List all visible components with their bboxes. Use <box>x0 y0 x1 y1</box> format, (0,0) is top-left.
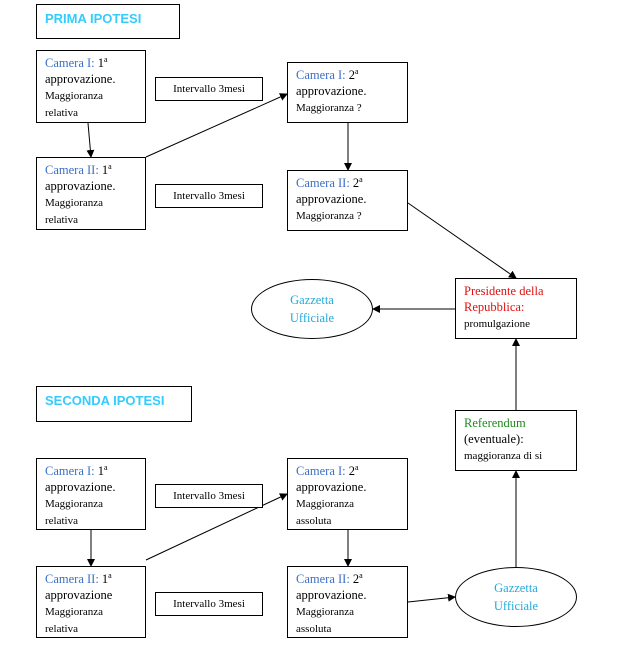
arrow-p2-c2-to-c1-second <box>145 493 288 561</box>
chamber-name: Camera I: <box>296 68 346 82</box>
majority-type: relativa <box>45 214 78 226</box>
majority-line: Maggioranza <box>45 197 104 209</box>
ordinal: 1 <box>97 56 105 70</box>
first-interval-top: Intervallo 3mesi <box>155 77 263 101</box>
president-box: Presidente della Repubblica: promulgazio… <box>455 278 577 339</box>
approval-line: approvazione. <box>45 480 116 494</box>
ordinal-marker: a <box>108 161 112 171</box>
first-chamber2-first-approval: Camera II: 1a approvazione. Maggioranza … <box>36 157 146 230</box>
gazette-line1: Gazzetta <box>290 293 334 307</box>
gazette-line2: Ufficiale <box>493 599 539 613</box>
gazette-line2: Ufficiale <box>289 311 335 325</box>
president-line2: Repubblica: <box>464 300 525 314</box>
gazette-bottom: Gazzetta Ufficiale <box>455 567 577 627</box>
chamber-name: Camera II: <box>296 176 350 190</box>
referendum-line3: maggioranza di si <box>464 450 543 462</box>
ordinal: 2 <box>352 572 360 586</box>
approval-line: approvazione. <box>296 588 367 602</box>
chamber-name: Camera I: <box>296 464 346 478</box>
gazette-top: Gazzetta Ufficiale <box>251 279 373 339</box>
referendum-line1: Referendum <box>464 416 526 430</box>
president-line3: promulgazione <box>464 318 530 330</box>
ordinal: 2 <box>352 176 360 190</box>
approval-line: approvazione. <box>296 480 367 494</box>
majority-type: relativa <box>45 623 78 635</box>
second-hypothesis-title: SECONDA IPOTESI <box>36 386 192 422</box>
first-chamber2-second-approval: Camera II: 2a approvazione. Maggioranza … <box>287 170 408 231</box>
first-interval-bottom: Intervallo 3mesi <box>155 184 263 208</box>
majority-line: Maggioranza ? <box>296 102 362 114</box>
ordinal-marker: a <box>359 570 363 580</box>
ordinal: 1 <box>97 464 105 478</box>
ordinal: 2 <box>348 68 356 82</box>
ordinal-marker: a <box>359 174 363 184</box>
ordinal-marker: a <box>104 462 108 472</box>
chamber-name: Camera I: <box>45 464 95 478</box>
chamber-name: Camera I: <box>45 56 95 70</box>
majority-type: relativa <box>45 515 78 527</box>
ordinal: 2 <box>348 464 356 478</box>
second-interval-top: Intervallo 3mesi <box>155 484 263 508</box>
gazette-line1: Gazzetta <box>494 581 538 595</box>
approval-line: approvazione. <box>45 179 116 193</box>
first-chamber1-second-approval: Camera I: 2a approvazione. Maggioranza ? <box>287 62 408 123</box>
arrow-p2-c2-second-to-gazette <box>407 593 456 603</box>
ordinal-marker: a <box>104 54 108 64</box>
majority-line: Maggioranza <box>45 90 104 102</box>
approval-line: approvazione. <box>296 192 367 206</box>
majority-line: Maggioranza <box>296 498 355 510</box>
chamber-name: Camera II: <box>296 572 350 586</box>
president-line1: Presidente della <box>464 284 544 298</box>
arrow-p1-c1-to-c2 <box>86 122 95 158</box>
ordinal: 1 <box>101 163 109 177</box>
majority-line: Maggioranza <box>45 606 104 618</box>
approval-line: approvazione. <box>296 84 367 98</box>
majority-line: Maggioranza <box>296 606 355 618</box>
ordinal-marker: a <box>355 462 359 472</box>
second-chamber1-first-approval: Camera I: 1a approvazione. Maggioranza r… <box>36 458 146 530</box>
second-chamber1-second-approval: Camera I: 2a approvazione. Maggioranza a… <box>287 458 408 530</box>
majority-line: Maggioranza <box>45 498 104 510</box>
first-hypothesis-title: PRIMA IPOTESI <box>36 4 180 39</box>
majority-type: relativa <box>45 107 78 119</box>
second-chamber2-first-approval: Camera II: 1a approvazione Maggioranza r… <box>36 566 146 638</box>
approval-line: approvazione. <box>45 72 116 86</box>
ordinal: 1 <box>101 572 109 586</box>
majority-type: assoluta <box>296 515 332 527</box>
second-chamber2-second-approval: Camera II: 2a approvazione. Maggioranza … <box>287 566 408 638</box>
ordinal-marker: a <box>355 66 359 76</box>
first-chamber1-first-approval: Camera I: 1a approvazione. Maggioranza r… <box>36 50 146 123</box>
chamber-name: Camera II: <box>45 163 99 177</box>
approval-line: approvazione <box>45 588 113 602</box>
referendum-line2: (eventuale): <box>464 432 524 446</box>
majority-type: assoluta <box>296 623 332 635</box>
majority-line: Maggioranza ? <box>296 210 362 222</box>
arrow-p1-c2-to-c1-second <box>145 93 288 158</box>
referendum-box: Referendum (eventuale): maggioranza di s… <box>455 410 577 471</box>
second-interval-bottom: Intervallo 3mesi <box>155 592 263 616</box>
arrow-p1-c2-second-to-president <box>407 202 517 279</box>
ordinal-marker: a <box>108 570 112 580</box>
chamber-name: Camera II: <box>45 572 99 586</box>
